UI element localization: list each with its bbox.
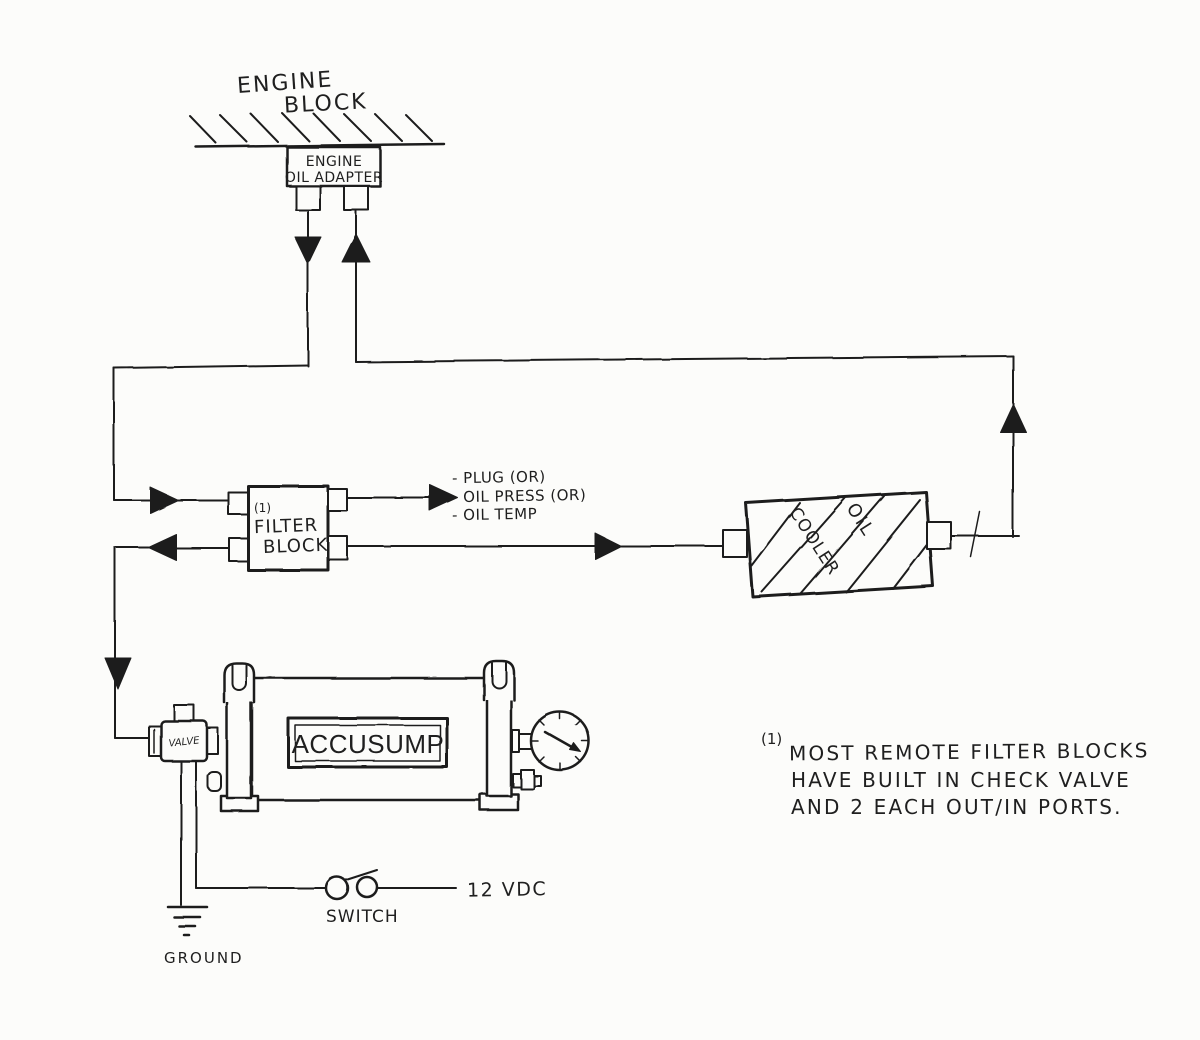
footnote-line2: HAVE BUILT IN CHECK VALVE [791, 768, 1131, 792]
flow-arrow-up-icon [341, 233, 371, 263]
valve-body [159, 719, 209, 763]
filter-block-label-line2: BLOCK [263, 535, 329, 558]
footnote-line3: AND 2 EACH OUT/IN PORTS. [791, 795, 1123, 819]
diagram-labels: ENGINE BLOCK ENGINE OIL ADAPTER (1) FILT… [164, 67, 1150, 967]
flow-arrow-right-icon [594, 532, 622, 560]
oil-cooler-body [744, 490, 935, 599]
engine-block-hatching [189, 112, 433, 144]
filter-port-bottom-right [327, 535, 348, 560]
accusump-left-clamp-slot [231, 664, 247, 691]
accusump-right-clamp-slot [491, 662, 507, 689]
gauge-stem-inner [511, 729, 520, 753]
accusump-right-clamp-bar [485, 694, 513, 798]
footnote-ref: (1) [761, 730, 782, 748]
gauge-needle [543, 730, 577, 751]
accusump-left-clamp-bar [225, 696, 253, 800]
switch-terminal-left [324, 875, 350, 901]
engine-block-surface-line [194, 142, 446, 149]
flow-arrow-left-icon [147, 533, 177, 561]
gauge-needle-tip [569, 742, 582, 753]
accusump-label: ACCUSUMP [292, 729, 445, 759]
oil-adapter-label-line1: ENGINE [306, 154, 363, 170]
gauge-tick-marks [530, 711, 590, 771]
port-option-oil-press: - OIL PRESS (OR) [452, 486, 587, 506]
supply-line-horizontal [113, 364, 309, 369]
switch-lever [345, 869, 378, 881]
switch-terminal-right [355, 875, 379, 899]
diagram-linework [104, 112, 1027, 937]
ground-label: GROUND [164, 949, 244, 967]
valve-label: VALVE [168, 735, 201, 749]
oil-adapter-label-line2: OIL ADAPTER [285, 170, 383, 186]
cooler-right-port [926, 521, 952, 550]
accusump-label-plate-outer [286, 716, 449, 769]
junction-tick-mark [970, 511, 981, 558]
accusump-label-plate-inner [294, 724, 441, 762]
accusump-side-fitting [207, 771, 222, 792]
engine-block-label-line2: BLOCK [283, 89, 368, 118]
flow-arrow-up-icon [999, 403, 1027, 433]
accusump-left-clamp-clevis [222, 661, 256, 704]
flow-arrow-down-icon [104, 657, 132, 690]
filter-block-body [246, 484, 330, 572]
adapter-right-port [343, 185, 369, 211]
flow-arrow-right-icon [149, 486, 179, 514]
port-option-plug: - PLUG (OR) [452, 468, 546, 488]
ground-symbol [166, 905, 209, 937]
filter-port-top-left [227, 491, 249, 515]
adapter-left-port [295, 185, 321, 211]
cooler-left-port [722, 529, 748, 558]
filter-block-label-line1: FILTER [254, 515, 319, 538]
bleed-fitting [512, 769, 542, 790]
engine-oil-adapter-box [285, 145, 382, 188]
footnote-line1: MOST REMOTE FILTER BLOCKS [789, 738, 1150, 765]
accusump-right-clamp-clevis [482, 659, 516, 702]
flow-arrow-down-icon [294, 236, 322, 265]
filter-footnote-ref: (1) [254, 501, 271, 515]
return-line-horizontal [355, 355, 1014, 363]
oil-cooler-hatching [751, 495, 930, 595]
filter-port-top-right [327, 488, 348, 512]
flow-arrow-right-icon [429, 484, 459, 512]
filter-port-bottom-left [228, 537, 250, 562]
power-label: 12 VDC [467, 878, 547, 901]
switch-label: SWITCH [326, 907, 399, 927]
port-option-oil-temp: - OIL TEMP [452, 505, 537, 524]
